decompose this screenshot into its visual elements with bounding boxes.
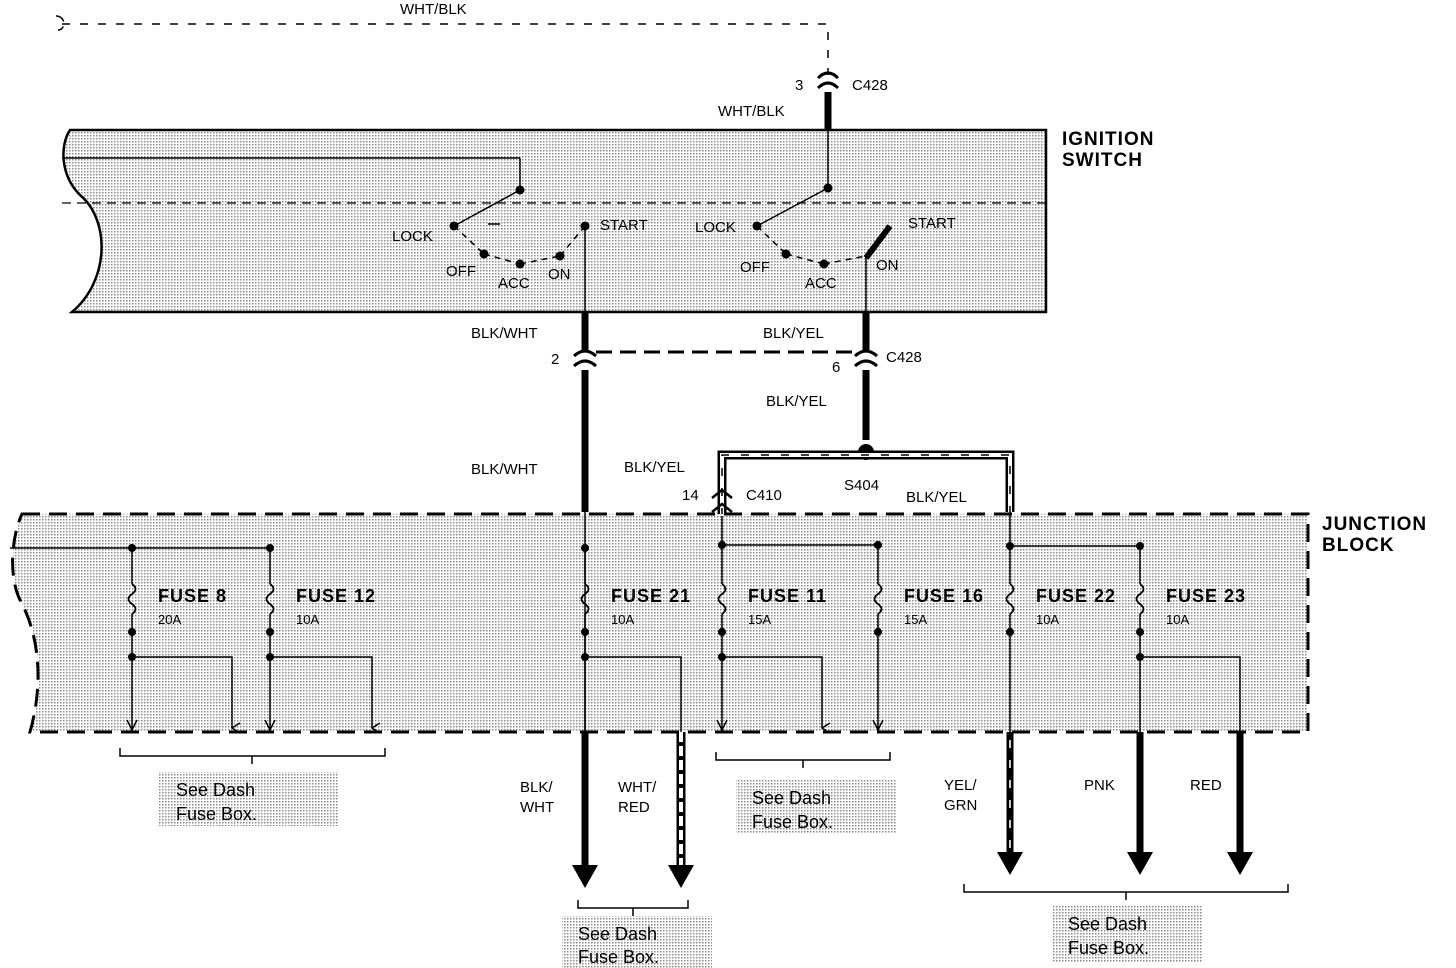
fuse-1: FUSE 8 20A (126, 544, 241, 734)
connector-c428-top: C428 (852, 77, 888, 94)
wire-label-blk-wht-upper: BLK/WHT (471, 325, 538, 342)
wire-label-blk-yel-upper: BLK/YEL (763, 325, 824, 342)
brackets (119, 748, 1289, 916)
ignition-switch-block (62, 128, 1048, 314)
junction-title-1: JUNCTION (1322, 514, 1427, 535)
pos-acc-1: ACC (498, 275, 530, 292)
out-label-blk-wht-1: BLK/ (520, 779, 553, 796)
fuse-name: FUSE 21 (611, 586, 691, 606)
fuse-name: FUSE 22 (1036, 586, 1116, 606)
fuse-3: FUSE 21 10A (580, 544, 691, 732)
pin-3: 3 (795, 77, 803, 94)
fuse-branch-wire (1140, 656, 1241, 732)
fuse-rating: 10A (296, 612, 319, 627)
fuse-name: FUSE 8 (158, 586, 227, 606)
wires-switch-to-block (572, 312, 1015, 516)
connector-c410: C410 (746, 487, 782, 504)
wire-label-top: WHT/BLK (400, 1, 467, 18)
wire-label-blk-wht-mid: BLK/WHT (471, 461, 538, 478)
note-2-line1: See Dash (752, 788, 831, 808)
ignition-title-2: SWITCH (1062, 150, 1143, 171)
out-label-yel-grn-2: GRN (944, 797, 977, 814)
switch-contacts-left (449, 185, 590, 312)
pin-14: 14 (682, 487, 699, 504)
fuse-element (265, 583, 275, 615)
out-label-wht-red-2: RED (618, 799, 650, 816)
note-boxes (158, 772, 1202, 968)
fuse-branch-wire (585, 656, 682, 732)
fuse-7: FUSE 23 10A (1135, 542, 1246, 732)
fuse-rating: 10A (1036, 612, 1059, 627)
fuse-branch-wire (132, 656, 241, 734)
out-label-blk-wht-2: WHT (520, 799, 554, 816)
note-2-line2: Fuse Box. (752, 812, 833, 832)
fuse-rating: 15A (748, 612, 771, 627)
note-1-line1: See Dash (176, 780, 255, 800)
note-4-line2: Fuse Box. (1068, 938, 1149, 958)
wire-label-blk-yel-right: BLK/YEL (906, 489, 967, 506)
pos-on-1: ON (548, 266, 571, 283)
out-label-red: RED (1190, 777, 1222, 794)
pos-start-1: START (600, 217, 648, 234)
pos-off-1: OFF (446, 263, 476, 280)
fuse-element (717, 583, 727, 615)
fuse-arrow (716, 719, 728, 732)
fuse-5: FUSE 16 15A (872, 541, 984, 732)
fuse-rating: 15A (904, 612, 927, 627)
pos-acc-2: ACC (805, 275, 837, 292)
fuse-name: FUSE 11 (748, 586, 827, 606)
fuse-arrow (126, 719, 138, 732)
output-wires (572, 732, 1253, 888)
fuse-element (873, 583, 883, 615)
fuse-element (1135, 583, 1145, 615)
fuse-4: FUSE 11 15A (716, 541, 831, 734)
fuse-2: FUSE 12 10A (264, 544, 381, 734)
splice-s404: S404 (844, 477, 879, 494)
fuse-name: FUSE 16 (904, 586, 984, 606)
fuse-name: FUSE 12 (296, 586, 376, 606)
wire-label-blk-yel-left: BLK/YEL (624, 459, 685, 476)
pos-lock-1: LOCK (392, 228, 433, 245)
fuse-branch-wire (270, 656, 381, 734)
wire-label-blk-yel-mid: BLK/YEL (766, 393, 827, 410)
fuse-element (127, 583, 137, 615)
note-1-line2: Fuse Box. (176, 804, 257, 824)
ignition-title-1: IGNITION (1062, 129, 1154, 150)
out-label-wht-red-1: WHT/ (618, 779, 657, 796)
note-4-line1: See Dash (1068, 914, 1147, 934)
note-3-line2: Fuse Box. (578, 947, 659, 967)
fuse-arrow (872, 719, 884, 732)
junction-title-2: BLOCK (1322, 535, 1395, 556)
pos-off-2: OFF (740, 259, 770, 276)
out-label-pnk: PNK (1084, 777, 1115, 794)
fuse-element (580, 583, 590, 615)
junction-block (10, 512, 1310, 734)
fuse-6: FUSE 22 10A (1005, 542, 1116, 732)
fuse-arrow (264, 719, 276, 732)
fuse-rating: 10A (1166, 612, 1189, 627)
fuse-element (1005, 583, 1015, 615)
wire-wht-blk-top (55, 15, 840, 185)
note-3-line1: See Dash (578, 924, 657, 944)
pos-on-2: ON (876, 257, 899, 274)
pin-2: 2 (551, 351, 559, 368)
out-label-yel-grn-1: YEL/ (944, 777, 977, 794)
pos-lock-2: LOCK (695, 219, 736, 236)
pos-start-2: START (908, 215, 956, 232)
switch-contacts-right (752, 183, 893, 312)
fuse-name: FUSE 23 (1166, 586, 1246, 606)
fuse-branch-wire (722, 656, 831, 734)
connector-c428-mid: C428 (886, 349, 922, 366)
pin-6: 6 (832, 359, 840, 376)
fuse-rating: 10A (611, 612, 634, 627)
wire-label-top-lower: WHT/BLK (718, 103, 785, 120)
fuse-rating: 20A (158, 612, 181, 627)
